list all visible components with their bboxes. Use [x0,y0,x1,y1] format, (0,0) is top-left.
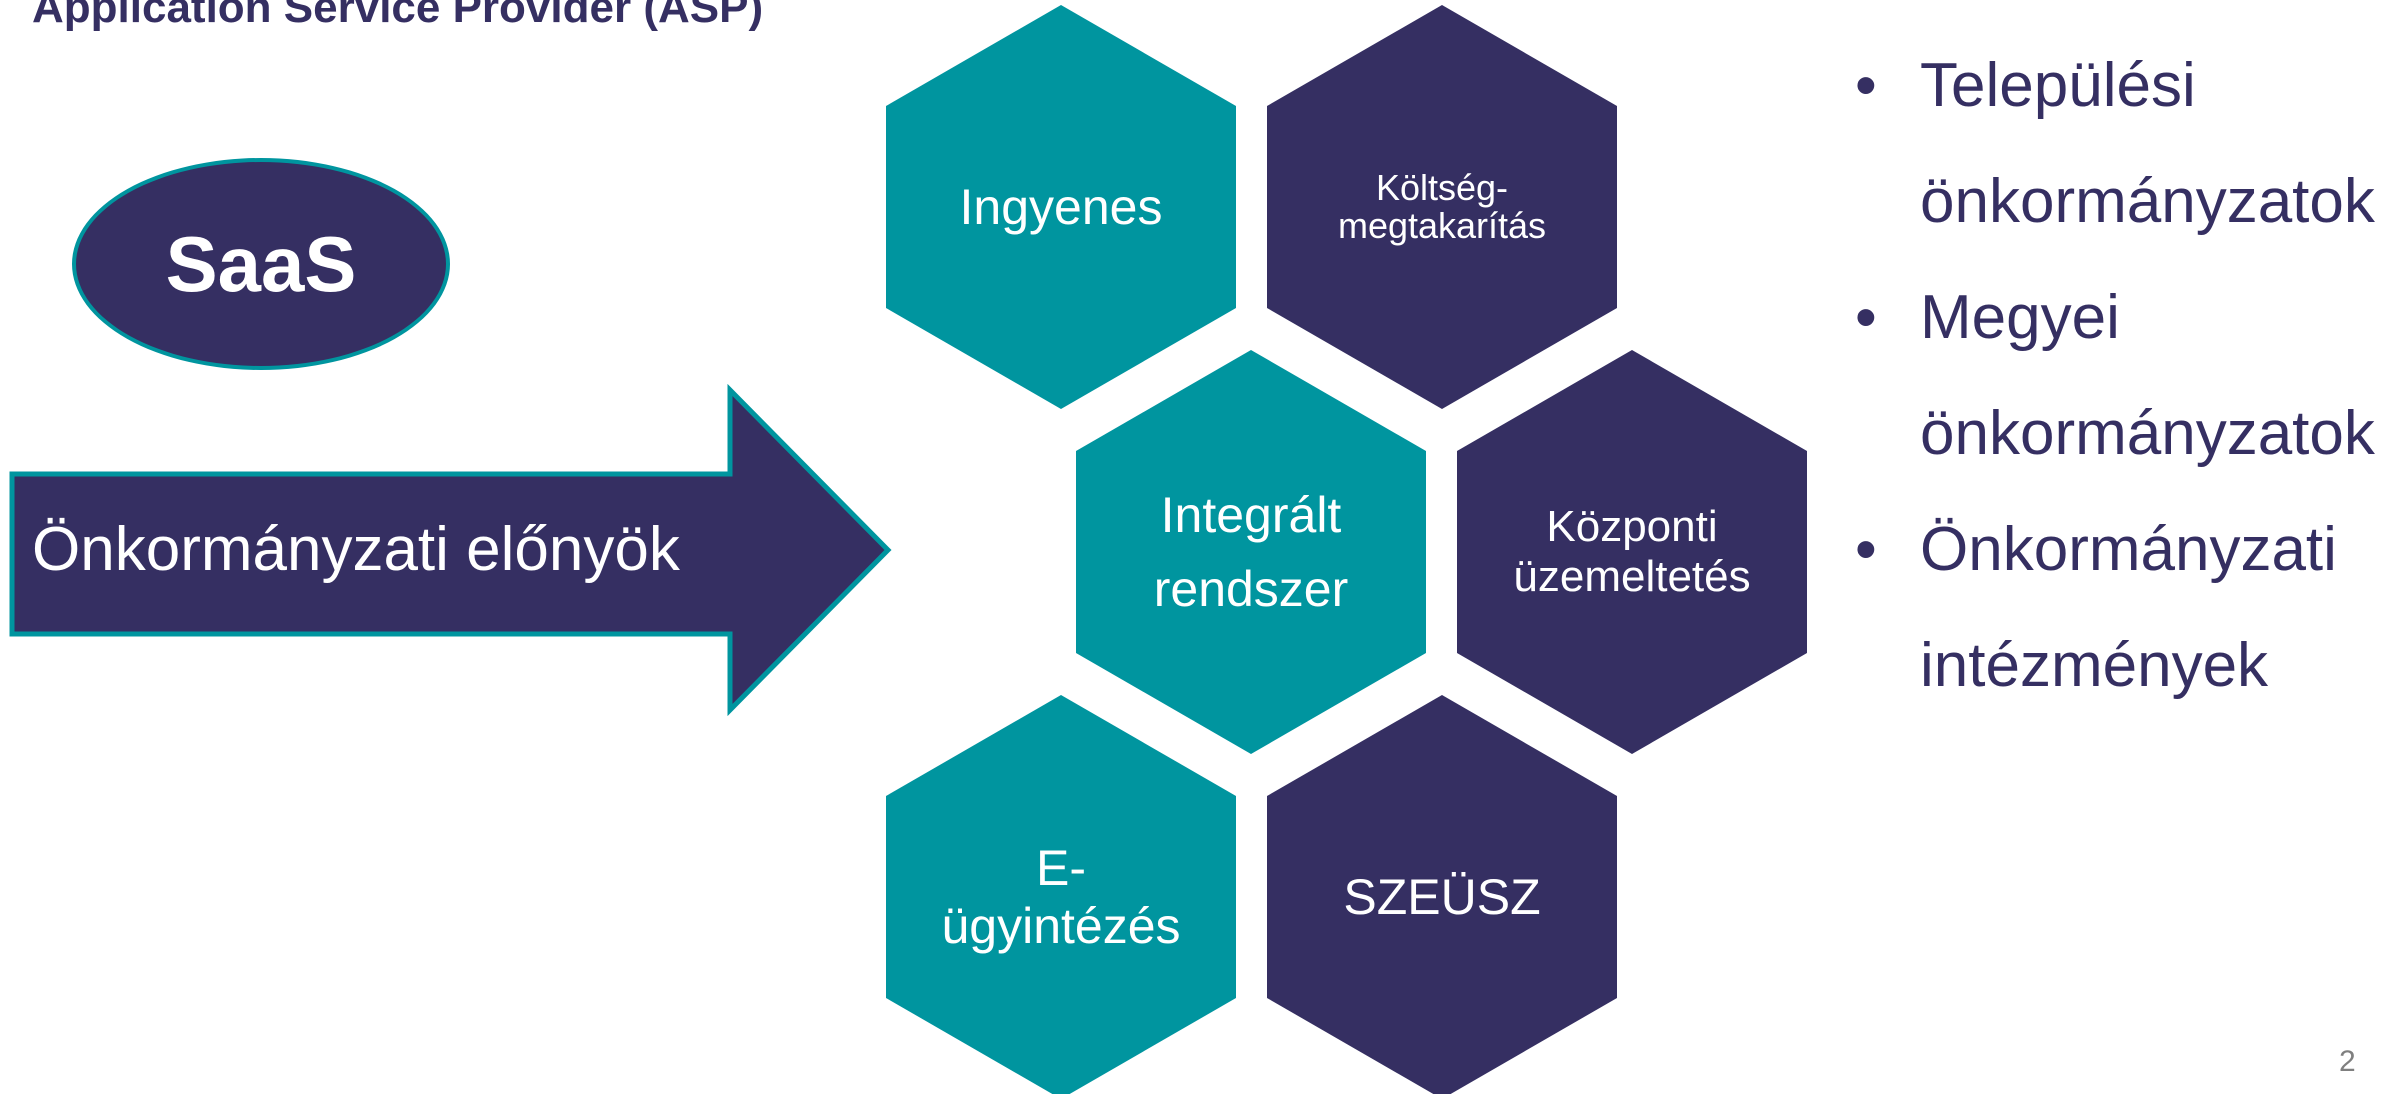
hexagon-label-line: megtakarítás [1337,205,1547,246]
list-item-line: Önkormányzati [1920,515,2337,584]
hexagon-label-line: Ingyenes [959,179,1163,235]
list-item: • Önkormányzati intézmények [1855,492,2375,724]
hexagon-szeusz: SZEÜSZ [1267,695,1617,1094]
hexagon-kozponti-uzemeltetes: Központi üzemeltetés [1457,350,1807,754]
beneficiaries-list: • Települési önkormányzatok • Megyei önk… [1855,28,2375,724]
saas-label: SaaS [165,219,357,308]
bullet-icon: • [1855,283,1877,352]
hexagon-koltseg-megtakaritas: Költség- megtakarítás [1267,5,1617,409]
hexagon-label-line: üzemeltetés [1513,552,1751,601]
hexagon-label-line: Integrált [1160,487,1342,543]
slide-heading: Application Service Provider (ASP) [32,0,764,32]
hexagon-label-line: E- [1035,840,1086,896]
hexagon-label-line: ügyintézés [941,898,1181,954]
list-item: • Települési önkormányzatok [1855,28,2375,260]
hexagon-ingyenes: Ingyenes [886,5,1236,409]
list-item: • Megyei önkormányzatok [1855,260,2375,492]
list-item-line: Megyei [1920,283,2120,352]
bullet-icon: • [1855,515,1877,584]
list-item-line: intézmények [1920,631,2269,700]
arrow-body [9,383,892,717]
hexagon-label-line: Központi [1546,502,1718,551]
hexagon-label-line: SZEÜSZ [1343,869,1541,925]
page-number: 2 [2339,1045,2356,1078]
saas-ellipse: SaaS [72,158,450,370]
bullet-icon: • [1855,51,1877,120]
hexagon-e-ugyintezes: E- ügyintézés [886,695,1236,1094]
list-item-line: Települési [1920,51,2196,120]
arrow-label: Önkormányzati előnyök [32,515,680,584]
hexagon-integralt-rendszer: Integrált rendszer [1076,350,1426,754]
list-item-line: önkormányzatok [1920,167,2375,236]
list-item-line: önkormányzatok [1920,399,2375,468]
hexagon-label-line: Költség- [1375,167,1509,208]
hexagon-label-line: rendszer [1153,561,1349,617]
right-arrow-shape [9,383,892,717]
